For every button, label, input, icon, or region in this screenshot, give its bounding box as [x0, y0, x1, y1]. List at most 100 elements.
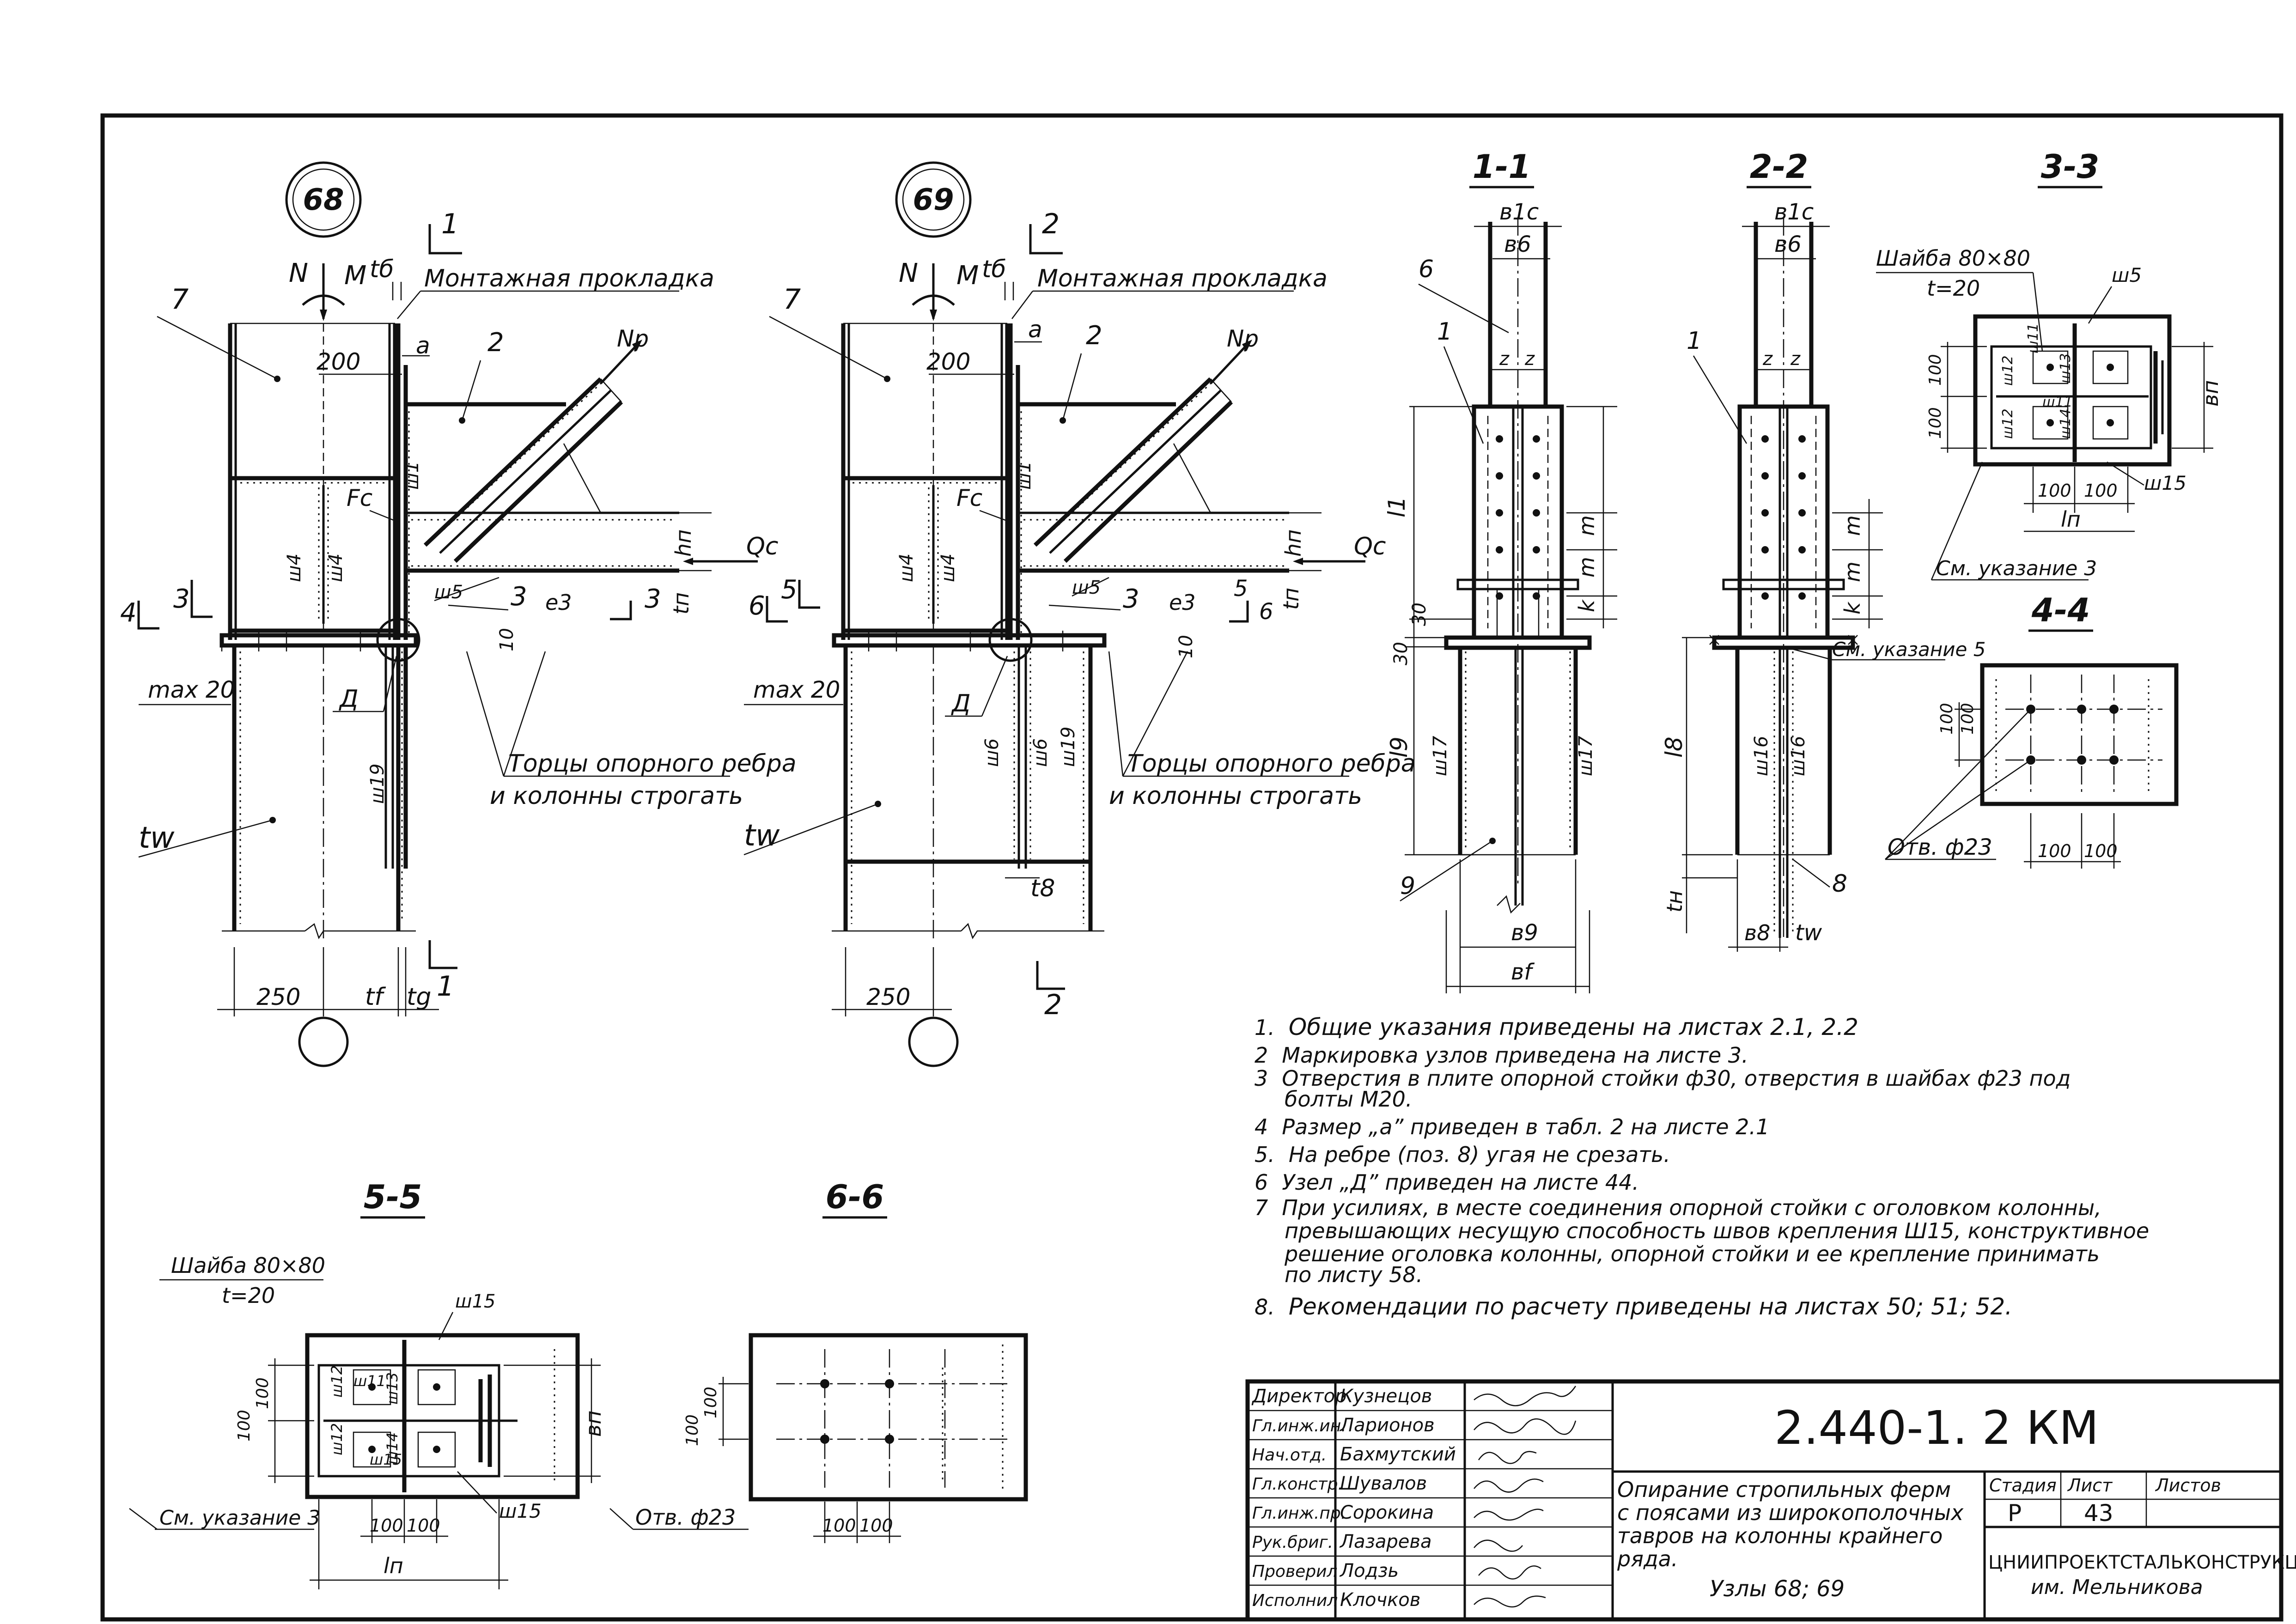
svg-text:См. указание 3: См. указание 3 [1936, 557, 2097, 580]
svg-text:200: 200 [317, 348, 360, 375]
svg-text:Директор: Директор [1251, 1386, 1347, 1407]
section-2-2: 2-2 в1c в6 1 z z m m k [1661, 148, 1985, 952]
svg-text:и колонны строгать: и колонны строгать [490, 782, 743, 810]
svg-text:250: 250 [866, 984, 910, 1010]
svg-text:tg: tg [407, 983, 431, 1011]
section-2-2-title: 2-2 [1750, 148, 1808, 186]
svg-text:100: 100 [2038, 481, 2071, 501]
stage-label: Стадия [1989, 1475, 2057, 1496]
svg-text:Nр: Nр [617, 325, 649, 352]
svg-text:z: z [1499, 348, 1510, 370]
svg-text:ш13: ш13 [384, 1372, 401, 1405]
svg-text:Отв. ф23: Отв. ф23 [635, 1505, 736, 1530]
svg-text:tп: tп [1279, 588, 1303, 610]
svg-text:tб: tб [982, 255, 1006, 283]
svg-text:l1: l1 [1383, 496, 1410, 517]
svg-text:Нач.отд.: Нач.отд. [1252, 1446, 1327, 1465]
note-1: 1.Общие указания приведены на листах 2.1… [1255, 1014, 1858, 1040]
svg-text:вf: вf [1511, 959, 1535, 985]
svg-text:7: 7 [171, 283, 189, 316]
svg-text:Fc: Fc [956, 485, 982, 511]
svg-text:8: 8 [1832, 870, 1847, 898]
svg-text:100: 100 [1926, 354, 1945, 386]
svg-text:100: 100 [1958, 703, 1977, 735]
svg-text:ш6: ш6 [981, 738, 1003, 767]
title-block: Директор Кузнецов Гл.инж.ин. Ларионов На… [1245, 1379, 2296, 1622]
svg-text:ш4: ш4 [938, 553, 959, 582]
svg-text:и колонны строгать: и колонны строгать [1109, 782, 1362, 810]
sheet-label: Лист [2067, 1475, 2113, 1496]
svg-text:l9: l9 [1386, 736, 1413, 758]
svg-text:ш14: ш14 [2058, 408, 2074, 439]
note-7-cont-2: решение оголовка колонны, опорной стойки… [1284, 1241, 2100, 1266]
svg-text:вп: вп [581, 1411, 606, 1437]
svg-text:ш16: ш16 [1751, 736, 1772, 777]
svg-text:ш19: ш19 [1058, 727, 1079, 767]
svg-text:Fc: Fc [347, 485, 372, 511]
note-5: 5.На ребре (поз. 8) угая не срезать. [1255, 1142, 1670, 1167]
node-68: 68 1 7 N M tб Монтажная прокладка [120, 161, 797, 1067]
svg-text:tw: tw [744, 819, 780, 853]
svg-text:См. указание 5: См. указание 5 [1832, 638, 1985, 661]
svg-text:6: 6 [1419, 255, 1434, 283]
svg-text:Сорокина: Сорокина [1340, 1502, 1434, 1523]
svg-text:ш4: ш4 [896, 553, 917, 582]
svg-text:ш15: ш15 [499, 1500, 542, 1522]
sheet-frame [100, 113, 2284, 1622]
sheets-label: Листов [2155, 1475, 2221, 1496]
svg-text:Д: Д [951, 690, 971, 718]
svg-text:2: 2 [1044, 989, 1062, 1021]
svg-text:2: 2 [1042, 208, 1060, 240]
description-line-4: ряда. [1617, 1546, 1678, 1571]
svg-text:k: k [1574, 599, 1599, 612]
description-line-1: Опирание стропильных ферм [1617, 1477, 1951, 1502]
svg-text:250: 250 [256, 984, 300, 1010]
svg-text:t8: t8 [1030, 875, 1055, 902]
svg-text:в1c: в1c [1499, 199, 1539, 225]
svg-text:Qc: Qc [1354, 533, 1386, 560]
svg-text:ш17: ш17 [1575, 736, 1596, 776]
svg-text:Монтажная прокладка: Монтажная прокладка [1037, 265, 1328, 292]
svg-text:Гл.инж.ин.: Гл.инж.ин. [1252, 1417, 1346, 1435]
svg-text:1: 1 [1687, 327, 1702, 355]
svg-text:200: 200 [926, 348, 970, 375]
svg-text:tн: tн [1662, 890, 1687, 912]
svg-text:3: 3 [173, 584, 190, 614]
svg-text:100: 100 [1926, 407, 1945, 439]
svg-text:ш12: ш12 [328, 1423, 346, 1455]
svg-text:hп: hп [1281, 529, 1306, 557]
svg-text:Ларионов: Ларионов [1339, 1415, 1435, 1436]
svg-text:Рук.бриг.: Рук.бриг. [1252, 1533, 1333, 1552]
svg-text:1: 1 [1437, 318, 1452, 346]
svg-text:5: 5 [1234, 576, 1248, 602]
svg-text:100: 100 [859, 1515, 893, 1536]
svg-text:t=20: t=20 [1927, 276, 1980, 301]
document-code: 2.440-1. 2 КМ [1774, 1401, 2099, 1455]
section-6-6-title: 6-6 [826, 1178, 884, 1216]
svg-text:ш12: ш12 [2000, 355, 2016, 386]
svg-text:Qc: Qc [746, 533, 779, 560]
svg-text:m: m [1574, 557, 1599, 578]
description-line-2: с поясами из широкополочных [1617, 1500, 1964, 1525]
svg-text:ш15: ш15 [370, 1451, 402, 1468]
svg-text:tп: tп [669, 592, 694, 614]
svg-text:6: 6 [749, 591, 765, 621]
svg-text:Торцы опорного ребра: Торцы опорного ребра [508, 750, 797, 778]
organization-subtitle: им. Мельникова [2031, 1575, 2203, 1599]
svg-text:Nр: Nр [1227, 325, 1259, 352]
general-notes: 1.Общие указания приведены на листах 2.1… [1255, 1014, 2149, 1320]
svg-text:Лодзь: Лодзь [1339, 1560, 1399, 1581]
sheet-value: 43 [2084, 1500, 2113, 1527]
section-3-3-title: 3-3 [2041, 148, 2099, 186]
svg-text:См. указание 3: См. указание 3 [159, 1506, 320, 1530]
svg-text:tf: tf [365, 983, 386, 1011]
svg-text:M: M [956, 261, 979, 291]
svg-text:1: 1 [441, 208, 459, 240]
note-7-cont-3: по листу 58. [1285, 1262, 1423, 1287]
svg-text:ш6: ш6 [1030, 738, 1051, 767]
svg-text:ш12: ш12 [2000, 408, 2016, 439]
